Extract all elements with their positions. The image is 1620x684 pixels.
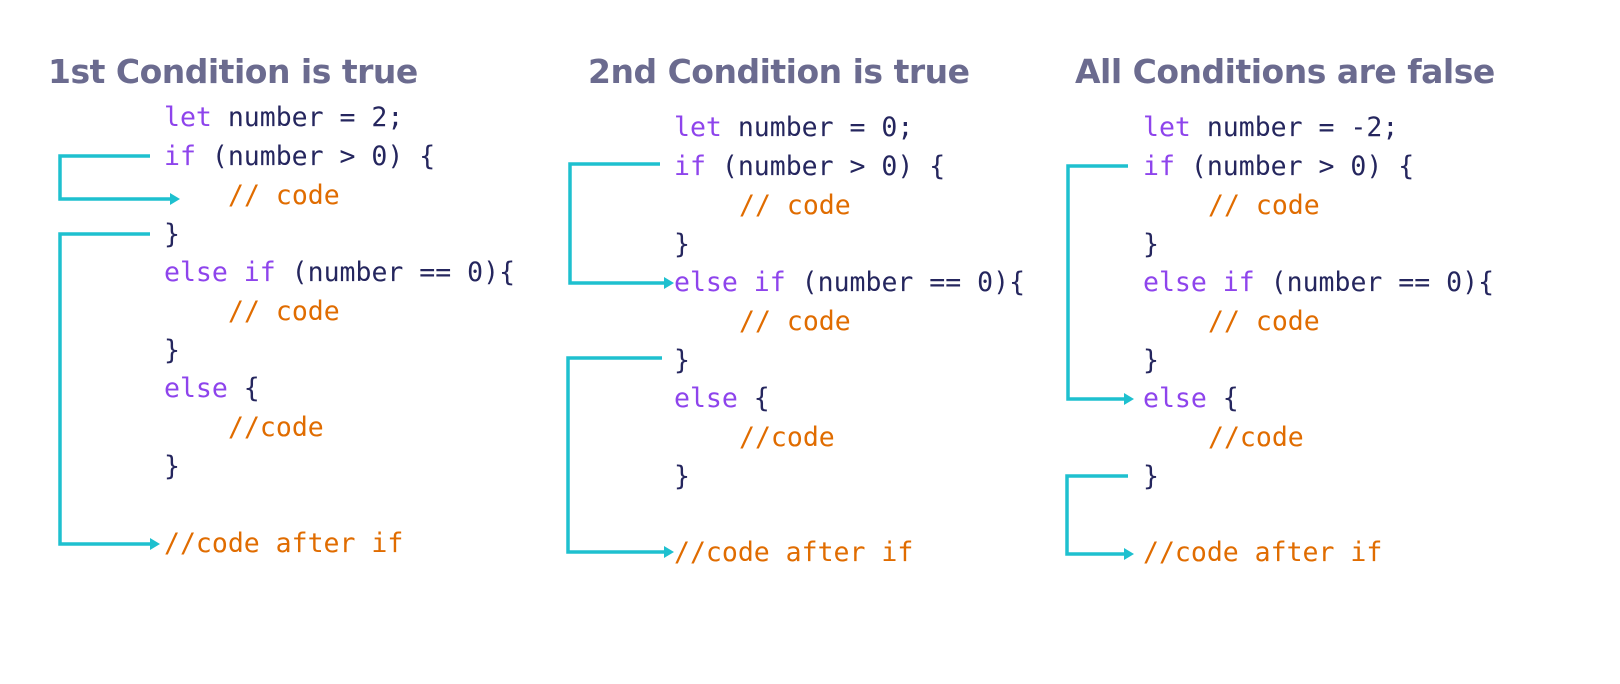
code-line-declaration: let number = -2; — [1143, 111, 1398, 145]
flow-arrow-if-true — [58, 154, 170, 201]
panel-title: All Conditions are false — [1075, 52, 1495, 91]
flow-arrows — [566, 162, 674, 558]
code-line-else: else { — [674, 382, 770, 416]
code-line-else: else { — [1143, 382, 1239, 416]
code-text: number = 0; — [721, 112, 914, 143]
flow-arrows — [1065, 164, 1134, 560]
code-line-if-close: } — [1143, 229, 1159, 260]
code-line-if-body: // code — [228, 180, 340, 211]
code-line-if: if (number > 0) { — [1143, 150, 1414, 184]
keyword-if: if — [164, 141, 196, 172]
code-line-else-if: else if (number == 0){ — [674, 266, 1025, 300]
code-line-else-if-body: // code — [1208, 306, 1320, 337]
code-text: { — [737, 383, 770, 414]
keyword-let: let — [674, 112, 722, 143]
panel-title: 1st Condition is true — [48, 52, 418, 91]
panel-title: 2nd Condition is true — [588, 52, 970, 91]
code-line-else-if-body: // code — [228, 296, 340, 327]
arrowhead-icon — [170, 193, 180, 205]
panel-first-condition-true: 1st Condition is true let number = 2; if… — [0, 0, 540, 684]
code-line-else-if-close: } — [164, 335, 180, 366]
code-line-else-body: //code — [1208, 422, 1304, 453]
flow-arrow-exit — [566, 356, 664, 554]
flow-arrow-exit — [1065, 474, 1128, 556]
keyword-let: let — [164, 102, 212, 133]
panel-all-conditions-false: All Conditions are false let number = -2… — [1065, 0, 1620, 684]
code-text: { — [227, 373, 260, 404]
keyword-if: if — [1222, 267, 1255, 298]
code-text: (number > 0) { — [705, 151, 946, 182]
flow-arrows — [58, 154, 180, 550]
code-line-if: if (number > 0) { — [674, 150, 945, 184]
keyword-if: if — [753, 267, 786, 298]
keyword-if: if — [1143, 151, 1175, 182]
code-text: number = -2; — [1190, 112, 1399, 143]
code-line-declaration: let number = 2; — [164, 101, 403, 135]
arrowhead-icon — [150, 538, 160, 550]
arrowhead-icon — [1124, 393, 1134, 405]
code-line-else: else { — [164, 372, 260, 406]
code-text: (number == 0){ — [275, 257, 516, 288]
code-line-if-close: } — [164, 219, 180, 250]
code-text: number = 2; — [211, 102, 404, 133]
keyword-else: else — [164, 373, 228, 404]
arrowhead-icon — [664, 546, 674, 558]
code-text: { — [1206, 383, 1239, 414]
keyword-if: if — [674, 151, 706, 182]
code-line-else-close: } — [1143, 461, 1159, 492]
code-line-after-if: //code after if — [164, 528, 404, 559]
keyword-if: if — [243, 257, 276, 288]
code-text: (number == 0){ — [785, 267, 1026, 298]
code-text: (number > 0) { — [1174, 151, 1415, 182]
code-line-if-body: // code — [1208, 190, 1320, 221]
code-line-if-body: // code — [739, 190, 851, 221]
keyword-else: else — [674, 267, 738, 298]
keyword-else: else — [164, 257, 228, 288]
code-line-after-if: //code after if — [1143, 537, 1383, 568]
panel-second-condition-true: 2nd Condition is true let number = 0; if… — [540, 0, 1080, 684]
code-line-else-close: } — [164, 451, 180, 482]
flow-arrow-to-else — [1066, 164, 1128, 401]
code-line-else-if: else if (number == 0){ — [164, 256, 515, 290]
code-text: (number > 0) { — [195, 141, 436, 172]
code-line-else-body: //code — [228, 412, 324, 443]
code-line-declaration: let number = 0; — [674, 111, 913, 145]
code-line-else-if-close: } — [1143, 345, 1159, 376]
flow-arrow-to-else-if — [568, 162, 664, 285]
arrowhead-icon — [664, 277, 674, 289]
keyword-else: else — [1143, 383, 1207, 414]
code-line-else-if-body: // code — [739, 306, 851, 337]
flow-arrow-exit — [58, 232, 150, 546]
code-line-if: if (number > 0) { — [164, 140, 435, 174]
keyword-let: let — [1143, 112, 1191, 143]
code-text: (number == 0){ — [1254, 267, 1495, 298]
code-line-after-if: //code after if — [674, 537, 914, 568]
code-line-else-if-close: } — [674, 345, 690, 376]
code-line-else-close: } — [674, 461, 690, 492]
keyword-else: else — [1143, 267, 1207, 298]
code-line-if-close: } — [674, 229, 690, 260]
arrowhead-icon — [1124, 548, 1134, 560]
keyword-else: else — [674, 383, 738, 414]
code-line-else-if: else if (number == 0){ — [1143, 266, 1494, 300]
code-line-else-body: //code — [739, 422, 835, 453]
